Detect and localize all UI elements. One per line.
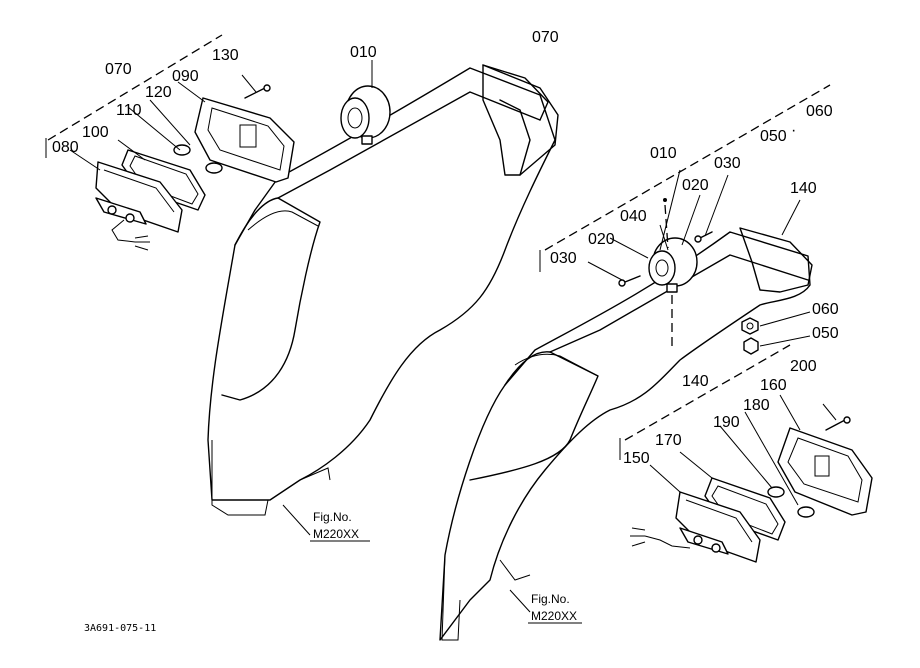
- callout-070-top: 070: [105, 61, 132, 78]
- callout-060-b: 060: [812, 301, 839, 318]
- right-fender: [439, 227, 813, 641]
- figure-ref-right-line2: M220XX: [531, 609, 577, 623]
- callout-090: 090: [172, 68, 199, 85]
- figure-ref-left: Fig.No. M220XX: [310, 510, 370, 542]
- callout-030-a: 030: [714, 155, 741, 172]
- callout-010-top: 010: [350, 44, 377, 61]
- figure-ref-left-line2: M220XX: [313, 527, 359, 541]
- callout-140-mid: 140: [682, 373, 709, 390]
- callout-140-top: 140: [790, 180, 817, 197]
- drawing-code: 3A691-075-11: [84, 623, 156, 634]
- callout-050-b: 050: [812, 325, 839, 342]
- callout-080: 080: [52, 139, 79, 156]
- callout-190: 190: [713, 414, 740, 431]
- callout-120: 120: [145, 84, 172, 101]
- figure-ref-left-line1: Fig.No.: [313, 510, 352, 524]
- figure-ref-right-line1: Fig.No.: [531, 592, 570, 606]
- callout-020-a: 020: [682, 177, 709, 194]
- beacon-lamp-top: [340, 60, 391, 145]
- callout-110: 110: [116, 102, 142, 119]
- callout-100: 100: [82, 124, 109, 141]
- callout-040: 040: [620, 208, 647, 225]
- callout-130: 130: [212, 47, 239, 64]
- callout-180: 180: [743, 397, 770, 414]
- callout-060-right: 060: [806, 103, 833, 120]
- callout-050-right: 050: [760, 128, 787, 145]
- left-rear-lamp: [45, 34, 295, 251]
- callout-160: 160: [760, 377, 787, 394]
- callout-170: 170: [655, 432, 682, 449]
- beacon-lamp-right: [539, 84, 831, 355]
- right-rear-lamp: [619, 344, 873, 563]
- callout-010-right: 010: [650, 145, 677, 162]
- dot-separator-1: ·: [791, 122, 796, 139]
- callout-150: 150: [623, 450, 650, 467]
- left-fender: [207, 64, 559, 536]
- figure-ref-right: Fig.No. M220XX: [528, 592, 582, 624]
- callout-labels: 070 130 090 120 110 100 080 010 070 010 …: [52, 29, 839, 467]
- callout-030-b: 030: [550, 250, 577, 267]
- callout-020-b: 020: [588, 231, 615, 248]
- callout-200: 200: [790, 358, 817, 375]
- callout-070-right: 070: [532, 29, 559, 46]
